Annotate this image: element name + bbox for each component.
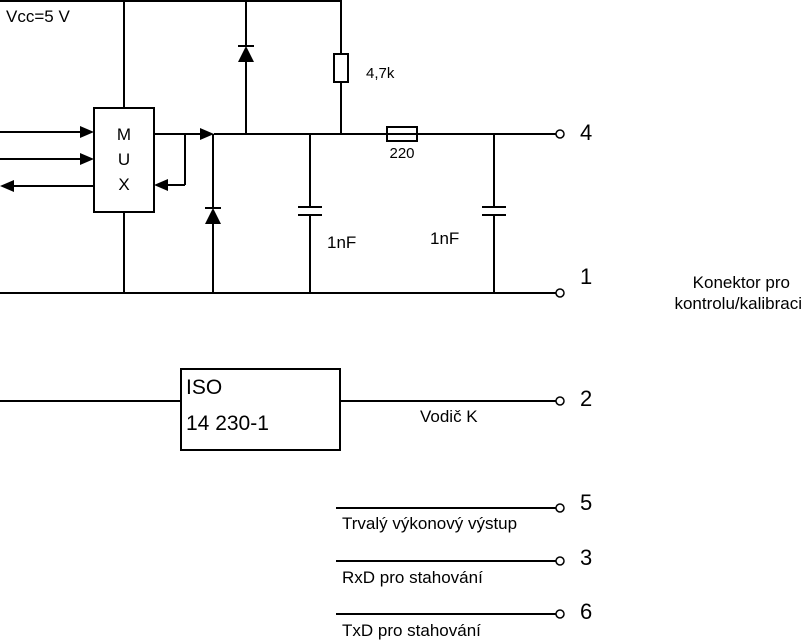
k-line-label: Vodič K (420, 407, 478, 426)
mux-output-path (154, 128, 496, 191)
arrow-feedback-icon (154, 179, 168, 191)
power-output-label: Trvalý výkonový výstup (342, 514, 517, 533)
pin-3-label: 3 (580, 545, 592, 570)
pin-1-line: 1 (0, 264, 592, 298)
rxd-label: RxD pro stahování (342, 568, 483, 587)
diode-lower (205, 134, 221, 293)
resistor-pullup: 4,7k (333, 1, 395, 134)
pin-4-line: 4 (494, 120, 592, 145)
pin-6-line: 6 TxD pro stahování (336, 599, 592, 640)
iso-block: ISO 14 230-1 2 Vodič K (0, 368, 592, 451)
txd-label: TxD pro stahování (342, 621, 481, 640)
pin-3-line: 3 RxD pro stahování (336, 545, 592, 587)
mux-letter-m: M (117, 125, 131, 144)
capacitor-1-label: 1nF (327, 233, 356, 252)
pin-6-label: 6 (580, 599, 592, 624)
pin-2-terminal-icon (555, 396, 565, 406)
mux-block: M U X (93, 1, 155, 293)
pin-5-terminal-icon (555, 503, 565, 513)
resistor-series-label: 220 (389, 145, 414, 162)
capacitor-2-label: 1nF (430, 229, 459, 248)
resistor-series: 220 (386, 126, 418, 162)
iso-label-line1: ISO (186, 376, 222, 399)
connector-label-line1: Konektor pro (693, 273, 790, 292)
mux-letter-u: U (118, 150, 130, 169)
vcc-label: Vcc=5 V (6, 7, 70, 26)
diode-upper-icon (238, 46, 254, 62)
mux-signal-lines (0, 126, 94, 192)
iso-label-line2: 14 230-1 (186, 412, 269, 435)
pin-3-terminal-icon (555, 556, 565, 566)
pin-5-line: 5 Trvalý výkonový výstup (336, 490, 592, 533)
mux-letter-x: X (118, 175, 129, 194)
pin-1-terminal-icon (555, 288, 565, 298)
resistor-pullup-label: 4,7k (366, 65, 395, 82)
vcc-rail: Vcc=5 V (0, 0, 342, 26)
connector-label: Konektor pro kontrolu/kalibraci (674, 273, 802, 313)
arrow-in-2-icon (80, 153, 94, 165)
capacitor-2: 1nF (430, 134, 506, 293)
pin-4-terminal-icon (555, 129, 565, 139)
diode-lower-icon (205, 208, 221, 224)
pin-1-label: 1 (580, 264, 592, 289)
diode-upper (238, 1, 254, 134)
arrow-node-icon (200, 128, 214, 140)
capacitor-1: 1nF (298, 134, 356, 293)
connector-label-line2: kontrolu/kalibraci (674, 294, 802, 313)
arrow-out-icon (0, 180, 14, 192)
pin-4-label: 4 (580, 120, 592, 145)
arrow-in-1-icon (80, 126, 94, 138)
pin-6-terminal-icon (555, 609, 565, 619)
pin-2-label: 2 (580, 386, 592, 411)
pin-5-label: 5 (580, 490, 592, 515)
